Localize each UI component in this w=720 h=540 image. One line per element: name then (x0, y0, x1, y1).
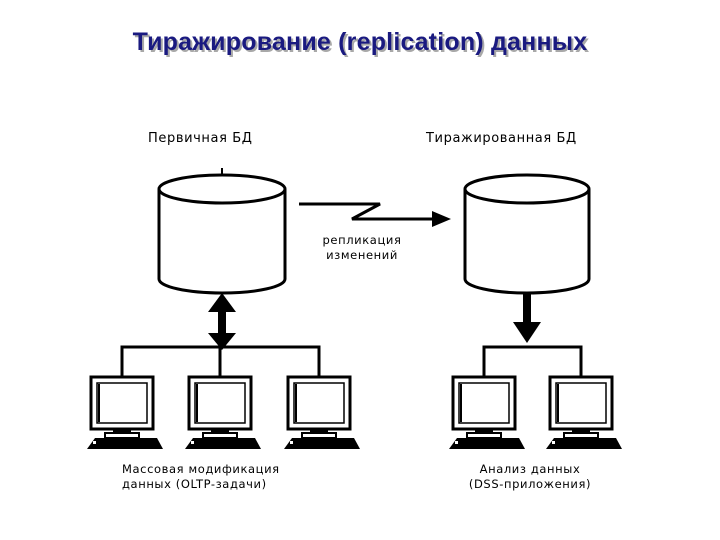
dss-caption: Анализ данных (DSS-приложения) (460, 462, 600, 492)
oltp-computer-1-icon (85, 375, 165, 451)
bidirectional-arrow-icon (208, 293, 236, 350)
replication-label-line1: репликация (322, 233, 402, 247)
oltp-computer-2-icon (183, 375, 263, 451)
oltp-caption: Массовая модификация данных (OLTP-задачи… (122, 462, 280, 492)
dss-computer-2-icon (544, 375, 624, 451)
primary-db-cylinder-icon (157, 168, 287, 295)
down-arrow-icon (513, 293, 541, 343)
oltp-network-bus (120, 345, 321, 377)
oltp-computer-3-icon (282, 375, 362, 451)
dss-caption-line1: Анализ данных (479, 462, 581, 476)
replication-label: репликация изменений (312, 233, 412, 263)
replica-db-label: Тиражированная БД (426, 131, 577, 146)
dss-network-bus (482, 345, 583, 377)
primary-db-label: Первичная БД (148, 131, 253, 146)
dss-computer-1-icon (447, 375, 527, 451)
replica-db-cylinder-icon (463, 173, 591, 295)
oltp-caption-line2: данных (OLTP-задачи) (122, 477, 267, 491)
oltp-caption-line1: Массовая модификация (122, 462, 280, 476)
replication-label-line2: изменений (326, 248, 398, 262)
dss-caption-line2: (DSS-приложения) (468, 477, 592, 491)
slide-title: Тиражирование (replication) данных (132, 28, 588, 56)
replication-lightning-arrow-icon (299, 202, 451, 227)
